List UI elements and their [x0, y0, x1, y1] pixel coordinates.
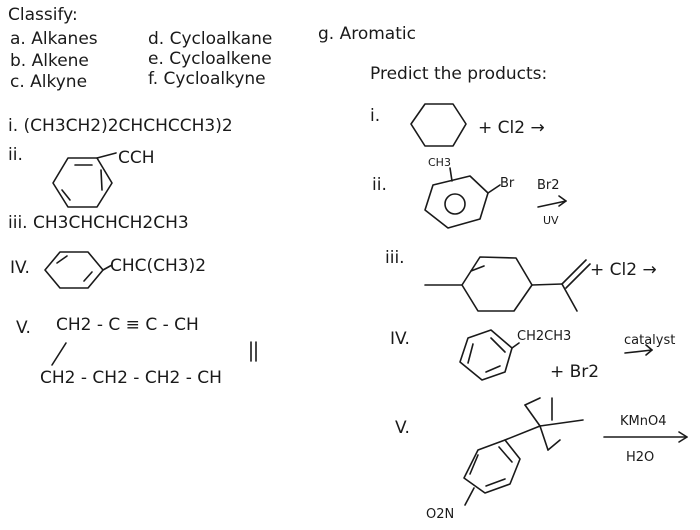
cyclohexane-ring-i — [410, 103, 467, 147]
ring-bonds-v — [51, 341, 257, 366]
benzene-ring-ii — [52, 152, 117, 208]
option-g-aromatic: g. Aromatic — [318, 24, 416, 44]
option-c-alkyne: c. Alkyne — [10, 72, 88, 92]
classify-question-4-substituent: CHC(CH3)2 — [110, 256, 207, 276]
option-e-cycloalkene: e. Cycloalkene — [148, 49, 272, 69]
products-2-condition: UV — [543, 214, 559, 227]
products-3-reagent: + Cl2 → — [590, 260, 657, 280]
products-1-reagent: + Cl2 → — [478, 118, 545, 138]
products-4-catalyst: catalyst — [624, 333, 676, 348]
products-2-bromo: Br — [500, 176, 515, 191]
classify-question-2-substituent: CCH — [118, 148, 155, 168]
option-b-alkene: b. Alkene — [10, 51, 89, 71]
classify-question-1: i. (CH3CH2)2CHCHCCH3)2 — [8, 116, 233, 136]
products-5-reagent: KMnO4 — [620, 414, 667, 429]
benzene-ring-iv — [44, 251, 113, 289]
benzene-ring-iv-products — [459, 329, 653, 381]
products-2-methyl: CH3 — [428, 156, 451, 169]
option-f-cycloalkyne: f. Cycloalkyne — [148, 69, 266, 89]
classify-heading: Classify: — [8, 5, 78, 25]
products-4-substituent: CH2CH3 — [517, 329, 572, 344]
products-2-reagent: Br2 — [537, 178, 560, 193]
products-5-nitro: O2N — [426, 507, 455, 522]
products-heading: Predict the products: — [370, 64, 548, 84]
option-a-alkanes: a. Alkanes — [10, 29, 98, 49]
classify-question-2-number: ii. — [8, 145, 23, 165]
benzene-ring-ii-products — [424, 167, 567, 229]
products-1-number: i. — [370, 106, 381, 126]
nitrobenzene-ring-v — [463, 397, 688, 506]
cyclohexene-ring-iii — [424, 256, 591, 312]
classify-question-5-number: V. — [16, 318, 31, 338]
classify-question-5-line-1: CH2 - C ≡ C - CH — [56, 315, 199, 335]
products-4-reagent: + Br2 — [550, 362, 600, 382]
classify-question-5-line-2: CH2 - CH2 - CH2 - CH — [40, 368, 222, 388]
products-5-number: V. — [395, 418, 410, 438]
option-d-cycloalkane: d. Cycloalkane — [148, 29, 273, 49]
classify-question-3: iii. CH3CHCHCH2CH3 — [8, 213, 189, 233]
products-2-number: ii. — [372, 175, 387, 195]
classify-question-4-number: IV. — [10, 258, 30, 278]
products-4-number: IV. — [390, 329, 410, 349]
products-5-solvent: H2O — [626, 450, 655, 465]
products-3-number: iii. — [385, 248, 405, 268]
